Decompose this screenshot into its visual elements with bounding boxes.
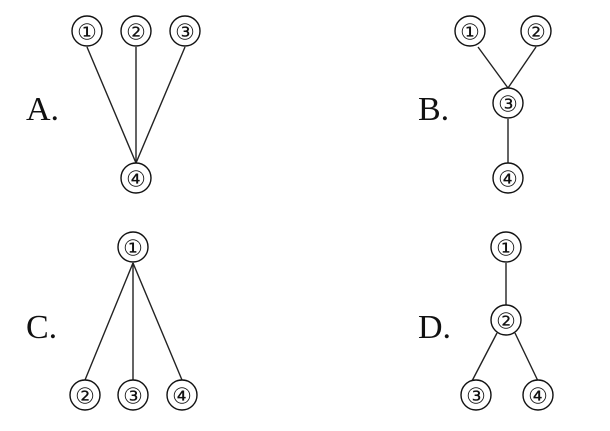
node-a-2-label: ②	[126, 20, 146, 45]
node-a-1-label: ①	[77, 20, 97, 45]
node-b-2-label: ②	[526, 20, 546, 45]
option-a: ① ② ③ ④ A.	[26, 15, 201, 194]
node-d-3-label: ③	[466, 384, 486, 409]
option-d: ① ② ③ ④ D.	[418, 231, 554, 411]
option-b: ① ② ③ ④ B.	[418, 15, 552, 194]
node-a-2: ②	[120, 15, 152, 47]
node-a-1: ①	[71, 15, 103, 47]
node-b-4-label: ④	[498, 167, 518, 192]
edge-b-1-3	[477, 46, 509, 89]
edge-a-3-4	[135, 46, 186, 164]
option-c: ① ② ③ ④ C.	[26, 231, 198, 411]
edge-d-2-4	[514, 332, 539, 382]
node-b-3-label: ③	[498, 92, 518, 117]
option-a-letter: A.	[26, 91, 59, 128]
node-c-2: ②	[69, 379, 101, 411]
node-d-1-label: ①	[496, 236, 516, 261]
node-c-2-label: ②	[75, 384, 95, 409]
node-d-2-label: ②	[496, 309, 516, 334]
edge-c-1-2	[84, 262, 134, 381]
option-c-letter: C.	[26, 309, 57, 346]
option-d-letter: D.	[418, 309, 451, 346]
option-b-letter: B.	[418, 91, 449, 128]
node-d-3: ③	[460, 379, 492, 411]
node-b-3: ③	[492, 87, 524, 119]
edge-a-1-4	[86, 46, 137, 164]
edge-d-2-3	[471, 332, 498, 382]
node-d-2: ②	[490, 304, 522, 336]
node-d-4-label: ④	[528, 384, 548, 409]
node-a-4: ④	[120, 162, 152, 194]
node-b-4: ④	[492, 162, 524, 194]
edge-b-2-3	[507, 46, 537, 89]
node-c-4: ④	[166, 379, 198, 411]
node-c-3-label: ③	[123, 384, 143, 409]
node-b-1-label: ①	[460, 20, 480, 45]
node-c-1-label: ①	[123, 236, 143, 261]
node-c-3: ③	[117, 379, 149, 411]
node-c-1: ①	[117, 231, 149, 263]
node-a-3-label: ③	[175, 20, 195, 45]
node-a-4-label: ④	[126, 167, 146, 192]
node-a-3: ③	[169, 15, 201, 47]
node-c-4-label: ④	[172, 384, 192, 409]
node-b-1: ①	[454, 15, 486, 47]
node-d-4: ④	[522, 379, 554, 411]
node-b-2: ②	[520, 15, 552, 47]
node-d-1: ①	[490, 231, 522, 263]
edge-c-1-4	[132, 262, 183, 381]
